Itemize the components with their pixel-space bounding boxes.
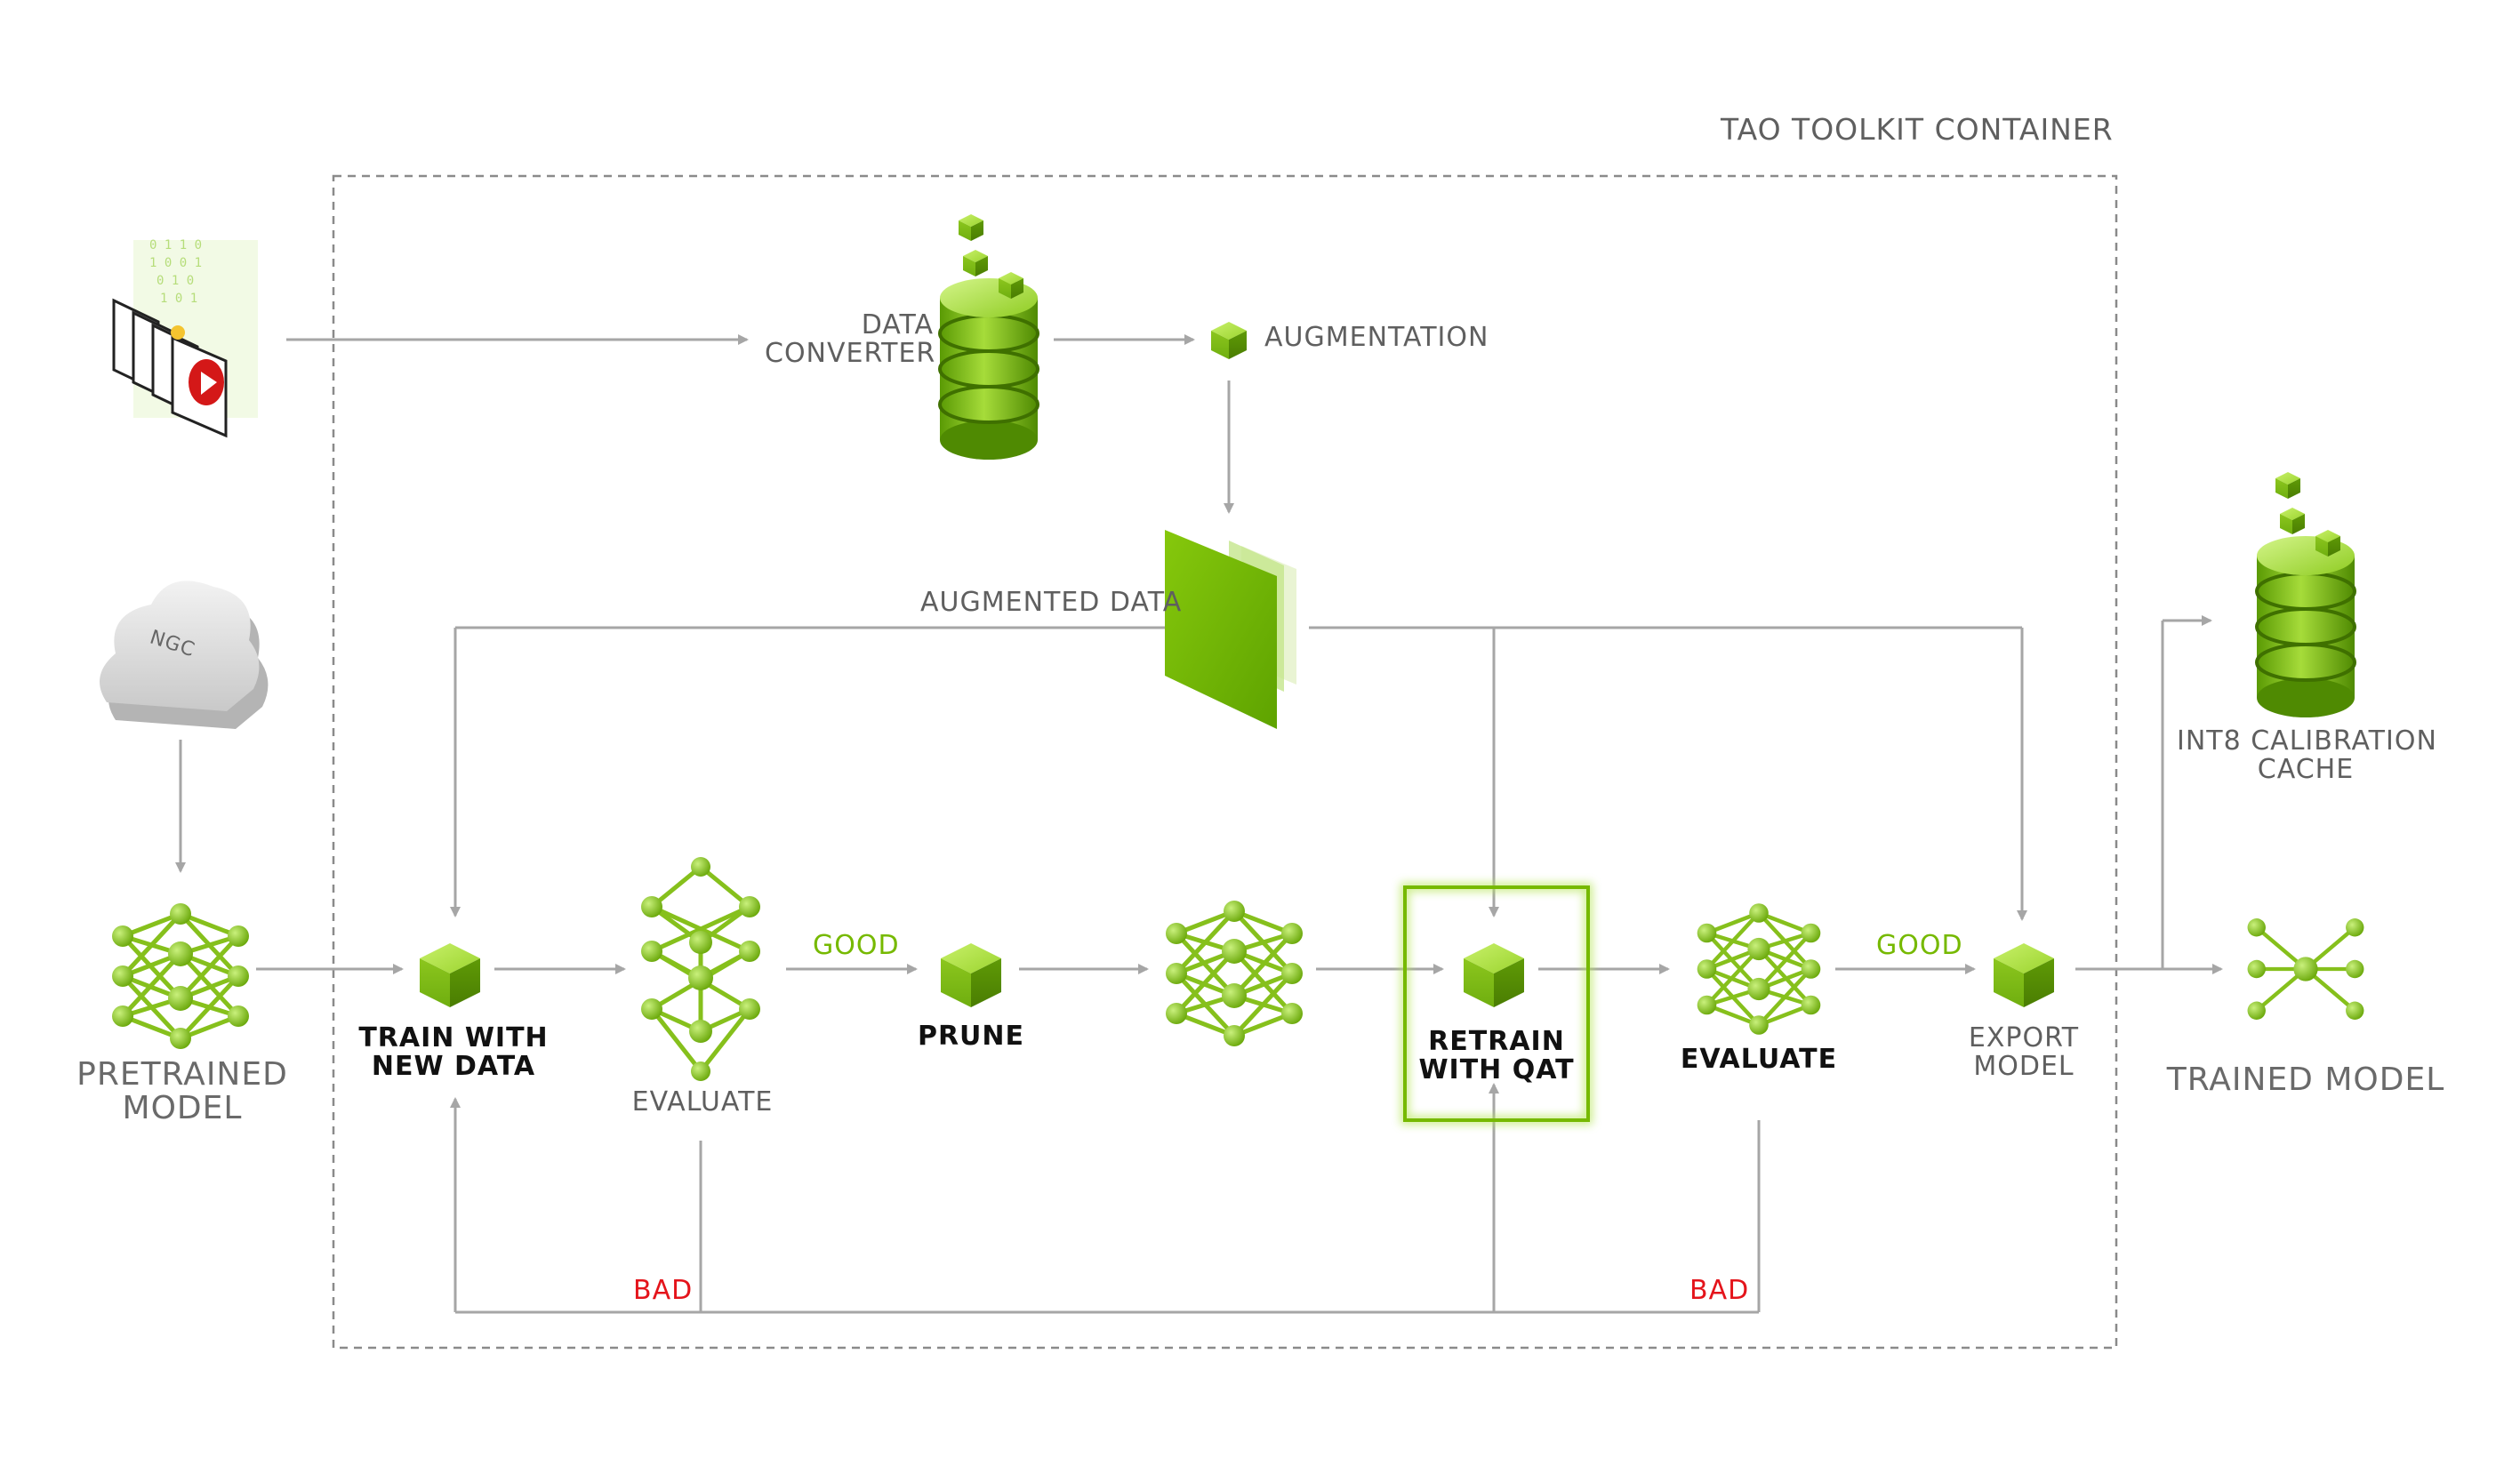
bad-label-2: BAD	[1689, 1275, 1750, 1306]
retrain-cube-icon	[1464, 943, 1524, 1007]
evaluate-network-icon	[641, 857, 760, 1081]
prune-label: PRUNE	[917, 1021, 1025, 1052]
good-label-2: GOOD	[1876, 930, 1963, 961]
retrain-highlight-box	[1403, 885, 1590, 1122]
train-cube-icon	[420, 943, 480, 1007]
svg-text:1 0 1: 1 0 1	[160, 292, 197, 306]
evaluate-label-1: EVALUATE	[631, 1086, 774, 1118]
tao-container-border	[332, 174, 2118, 1350]
augmented-data-icon	[1165, 530, 1296, 729]
augmentation-label: AUGMENTATION	[1264, 322, 1489, 353]
trained-model-label: TRAINED MODEL	[2166, 1061, 2445, 1098]
good-label-1: GOOD	[813, 930, 900, 961]
export-cube-icon	[1994, 943, 2054, 1007]
dataset-images-icon: 0 1 1 0 1 0 0 1 0 1 0 1 0 1	[112, 238, 258, 438]
int8-calibration-database-icon	[2257, 472, 2355, 717]
bad-label-1: BAD	[633, 1275, 694, 1306]
trained-model-network-icon	[2247, 918, 2364, 1020]
svg-text:0 1 0: 0 1 0	[156, 274, 194, 288]
evaluate-label-2: EVALUATE	[1680, 1044, 1838, 1075]
data-converter-database-icon	[940, 214, 1038, 460]
prune-cube-icon	[941, 943, 1001, 1007]
svg-text:1 0 0 1: 1 0 0 1	[149, 256, 202, 270]
augmentation-cube-icon	[1211, 322, 1247, 359]
pruned-network-icon	[1166, 901, 1303, 1046]
pretrained-model-network-icon	[112, 903, 249, 1049]
container-title: TAO TOOLKIT CONTAINER	[1721, 112, 2114, 147]
evaluate-qat-network-icon	[1697, 903, 1821, 1035]
ngc-cloud-icon	[100, 581, 269, 729]
connectors	[175, 334, 2223, 1314]
svg-text:0 1 1 0: 0 1 1 0	[149, 238, 202, 252]
augmented-data-label: AUGMENTED DATA	[920, 587, 1183, 618]
